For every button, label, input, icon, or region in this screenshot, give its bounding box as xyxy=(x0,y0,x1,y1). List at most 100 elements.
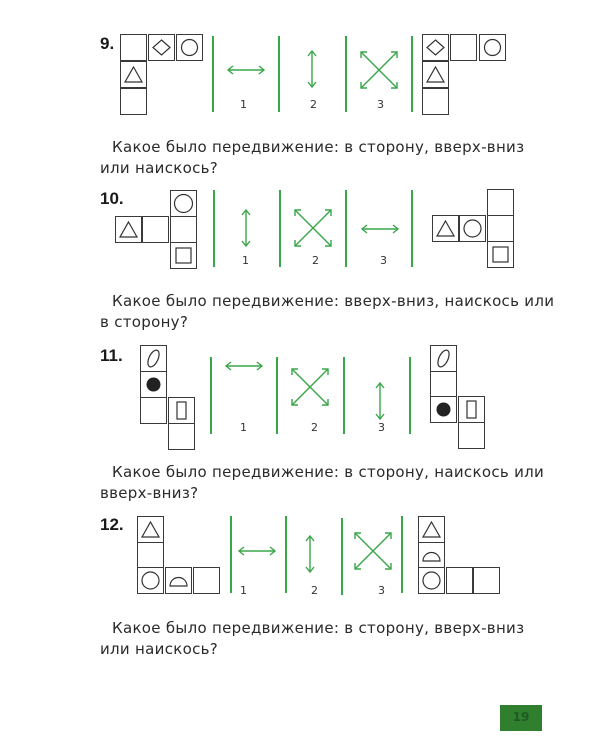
divider xyxy=(230,516,232,593)
triangle-icon xyxy=(140,520,161,538)
question-line-2: или наискось? xyxy=(100,640,219,658)
question-line-2: вверх-вниз? xyxy=(100,484,199,502)
option-label-2: 2 xyxy=(310,98,317,111)
vertical-arrow-icon[interactable] xyxy=(305,48,319,90)
option-label-2: 2 xyxy=(312,254,319,267)
cell-triangle xyxy=(422,61,449,88)
circle-icon xyxy=(463,219,482,238)
cell-circle xyxy=(170,190,197,217)
circle-icon xyxy=(483,38,502,57)
vertical-arrow-icon[interactable] xyxy=(303,533,317,575)
option-label-2: 2 xyxy=(311,421,318,434)
divider xyxy=(285,516,287,593)
horizontal-arrow-icon[interactable] xyxy=(223,359,265,373)
cell-ellipse xyxy=(430,345,457,372)
cell-circle xyxy=(176,34,203,61)
divider xyxy=(212,36,214,112)
cell-empty xyxy=(170,216,197,243)
cell-diamond xyxy=(148,34,175,61)
cell-empty xyxy=(120,34,147,61)
cell-circle xyxy=(479,34,506,61)
cell-empty xyxy=(193,567,220,594)
cell-filled-circle xyxy=(430,396,457,423)
cell-empty xyxy=(430,371,457,398)
divider xyxy=(345,36,347,112)
cell-triangle xyxy=(120,61,147,88)
option-label-1: 1 xyxy=(242,254,249,267)
cell-circle xyxy=(137,567,164,594)
diagonal-cross-arrow-icon[interactable] xyxy=(358,49,400,91)
divider xyxy=(213,190,215,267)
triangle-icon xyxy=(421,520,442,538)
question-line-2: в сторону? xyxy=(100,313,189,331)
circle-icon xyxy=(141,571,160,590)
vertical-arrow-icon[interactable] xyxy=(239,207,253,249)
divider xyxy=(401,516,403,593)
cell-empty xyxy=(473,567,500,594)
option-label-1: 1 xyxy=(240,584,247,597)
cell-triangle xyxy=(115,216,142,243)
divider xyxy=(279,190,281,267)
option-label-3: 3 xyxy=(378,584,385,597)
task-number: 10. xyxy=(100,189,124,208)
cell-empty xyxy=(446,567,473,594)
cell-empty xyxy=(120,88,147,115)
diamond-icon xyxy=(426,39,445,56)
horizontal-arrow-icon[interactable] xyxy=(225,63,267,77)
cell-circle xyxy=(418,567,445,594)
option-label-3: 3 xyxy=(380,254,387,267)
question-line-1: Какое было передвижение: в сторону, ввер… xyxy=(112,138,525,156)
ellipse-icon xyxy=(437,349,450,368)
cell-semicircle xyxy=(165,567,192,594)
cell-triangle xyxy=(418,516,445,543)
cell-circle xyxy=(459,215,486,242)
cell-rectangle xyxy=(458,396,485,423)
diagonal-cross-arrow-icon[interactable] xyxy=(289,366,331,408)
triangle-icon xyxy=(425,65,446,83)
horizontal-arrow-icon[interactable] xyxy=(236,544,278,558)
horizontal-arrow-icon[interactable] xyxy=(359,222,401,236)
cell-empty xyxy=(422,88,449,115)
cell-empty xyxy=(458,422,485,449)
cell-diamond xyxy=(422,34,449,61)
circle-icon xyxy=(180,38,199,57)
task-number: 12. xyxy=(100,515,124,534)
diagonal-cross-arrow-icon[interactable] xyxy=(292,207,334,249)
semicircle-icon xyxy=(169,576,188,587)
divider xyxy=(341,518,343,595)
cell-square xyxy=(170,242,197,269)
semicircle-icon xyxy=(422,551,441,562)
triangle-icon xyxy=(118,220,139,238)
divider xyxy=(411,190,413,267)
divider xyxy=(276,357,278,434)
diagonal-cross-arrow-icon[interactable] xyxy=(352,530,394,572)
cell-semicircle xyxy=(418,542,445,569)
divider xyxy=(278,36,280,112)
cell-ellipse xyxy=(140,345,167,372)
cell-empty xyxy=(142,216,169,243)
cell-square xyxy=(487,241,514,268)
ellipse-icon xyxy=(147,349,160,368)
circle-icon xyxy=(173,193,194,214)
vertical-arrow-icon[interactable] xyxy=(373,380,387,422)
divider xyxy=(210,357,212,434)
question-line-1: Какое было передвижение: в сторону, наис… xyxy=(112,463,545,481)
square-icon xyxy=(492,246,509,263)
cell-empty xyxy=(487,215,514,242)
cell-triangle xyxy=(432,215,459,242)
divider xyxy=(409,357,411,434)
option-label-3: 3 xyxy=(377,98,384,111)
option-label-1: 1 xyxy=(240,98,247,111)
question-line-2: или наискось? xyxy=(100,159,219,177)
diamond-icon xyxy=(152,39,171,56)
filled-circle-icon xyxy=(146,377,161,392)
rectangle-icon xyxy=(176,401,187,420)
divider xyxy=(343,357,345,434)
page-number: 19 xyxy=(512,710,530,724)
filled-circle-icon xyxy=(436,402,451,417)
task-number: 11. xyxy=(100,346,123,365)
cell-filled-circle xyxy=(140,371,167,398)
triangle-icon xyxy=(123,65,144,83)
task-number: 9. xyxy=(100,34,115,53)
page-number-box: 19 xyxy=(500,705,542,731)
